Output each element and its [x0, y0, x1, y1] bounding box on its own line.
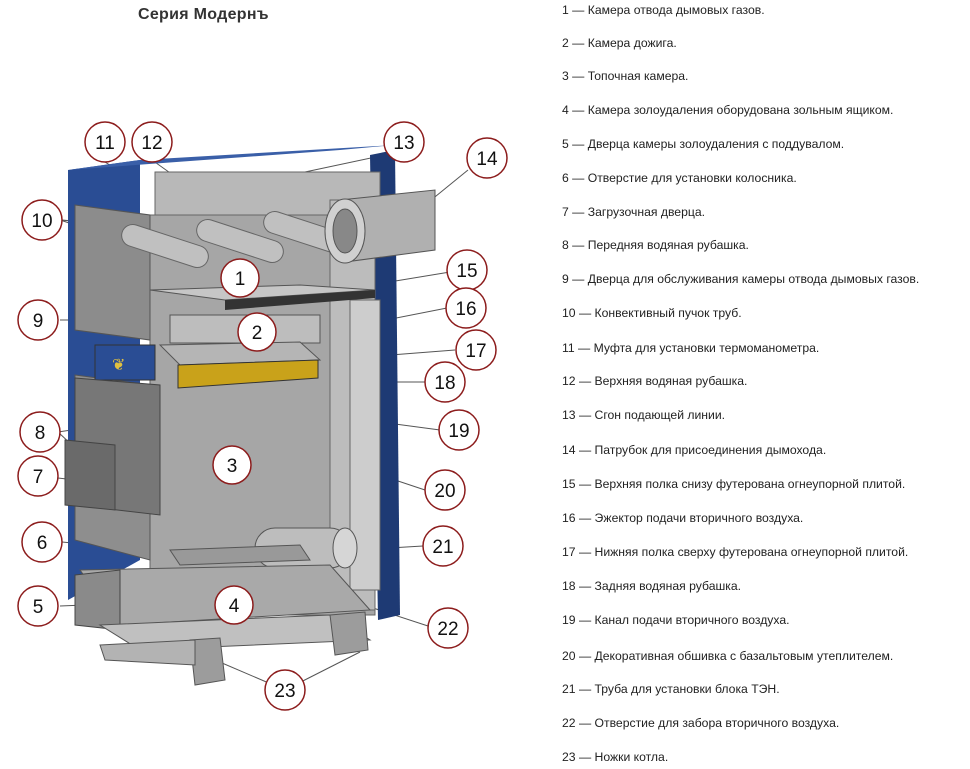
legend-item-20: 20 — Декоративная обшивка с базальтовым …	[562, 649, 894, 663]
legend-item-17: 17 — Нижняя полка сверху футерована огне…	[562, 545, 909, 559]
callout-9: 9	[17, 299, 59, 341]
callout-3: 3	[212, 445, 252, 485]
callout-18: 18	[424, 361, 466, 403]
callout-12: 12	[131, 121, 173, 163]
legend-item-10: 10 — Конвективный пучок труб.	[562, 306, 742, 320]
left-upper-panel	[74, 204, 151, 341]
callout-21: 21	[422, 525, 464, 567]
legend-item-2: 2 — Камера дожига.	[562, 36, 677, 50]
legend-item-22: 22 — Отверстие для забора вторичного воз…	[562, 716, 840, 730]
svg-text:21: 21	[432, 537, 453, 558]
boiler-cutaway-diagram: ❦ 11 12 13 14 10 1 15 16	[17, 121, 508, 711]
svg-text:12: 12	[141, 133, 162, 154]
legend-item-23: 23 — Ножки котла.	[562, 750, 669, 764]
legend-item-19: 19 — Канал подачи вторичного воздуха.	[562, 613, 790, 627]
legend-item-11: 11 — Муфта для установки термоманометра.	[562, 341, 820, 355]
legend-item-3: 3 — Топочная камера.	[562, 69, 689, 83]
legend-item-5: 5 — Дверца камеры золоудаления с поддува…	[562, 137, 845, 151]
svg-text:23: 23	[274, 681, 295, 702]
callout-5: 5	[17, 585, 59, 627]
callout-17: 17	[455, 329, 497, 371]
loading-door	[64, 439, 116, 511]
legend-item-1: 1 — Камера отвода дымовых газов.	[562, 3, 765, 17]
boiler-base	[99, 639, 196, 666]
svg-text:9: 9	[33, 311, 44, 332]
callout-16: 16	[445, 287, 487, 329]
callout-13: 13	[383, 121, 425, 163]
svg-text:7: 7	[33, 467, 44, 488]
boiler-leg-left	[189, 637, 226, 686]
svg-text:15: 15	[456, 261, 477, 282]
callout-6: 6	[21, 521, 63, 563]
legend-list: 1 — Камера отвода дымовых газов. 2 — Кам…	[562, 0, 970, 769]
svg-text:5: 5	[33, 597, 44, 618]
legend-item-9: 9 — Дверца для обслуживания камеры отвод…	[562, 272, 920, 286]
legend-item-16: 16 — Эжектор подачи вторичного воздуха.	[562, 511, 804, 525]
upper-shelf-refractory	[225, 290, 375, 310]
legend-item-6: 6 — Отверстие для установки колосника.	[562, 171, 797, 185]
legend-item-14: 14 — Патрубок для присоединения дымохода…	[562, 443, 827, 457]
callout-4: 4	[214, 585, 254, 625]
legend-item-13: 13 — Сгон подающей линии.	[562, 408, 726, 422]
grate-opening	[169, 544, 311, 566]
callout-10: 10	[21, 199, 63, 241]
svg-text:2: 2	[252, 323, 263, 344]
callout-11: 11	[84, 121, 126, 163]
smoke-chamber-door-panel	[94, 344, 156, 381]
outer-casing-top	[68, 145, 395, 170]
svg-text:1: 1	[235, 269, 246, 290]
svg-text:8: 8	[35, 423, 46, 444]
svg-text:19: 19	[448, 421, 469, 442]
legend-item-4: 4 — Камера золоудаления оборудована золь…	[562, 103, 894, 117]
callout-15: 15	[446, 249, 488, 291]
svg-text:13: 13	[393, 133, 414, 154]
flue-pipe	[324, 189, 436, 264]
svg-text:17: 17	[465, 341, 486, 362]
callout-1: 1	[220, 258, 260, 298]
legend-item-12: 12 — Верхняя водяная рубашка.	[562, 374, 748, 388]
svg-text:11: 11	[95, 133, 115, 154]
svg-text:3: 3	[227, 456, 238, 477]
svg-text:22: 22	[437, 619, 458, 640]
callout-20: 20	[424, 469, 466, 511]
callout-22: 22	[427, 607, 469, 649]
callouts: 11 12 13 14 10 1 15 16 9 2 17 18 8 19 3 …	[17, 121, 508, 711]
callout-8: 8	[19, 411, 61, 453]
callout-23: 23	[264, 669, 306, 711]
svg-text:4: 4	[229, 596, 240, 617]
svg-text:14: 14	[476, 149, 498, 170]
legend-item-15: 15 — Верхняя полка снизу футерована огне…	[562, 477, 906, 491]
svg-text:16: 16	[455, 299, 476, 320]
svg-text:10: 10	[31, 211, 52, 232]
legend-item-21: 21 — Труба для установки блока ТЭН.	[562, 682, 780, 696]
ash-door	[74, 569, 121, 631]
callout-7: 7	[17, 455, 59, 497]
legend-item-18: 18 — Задняя водяная рубашка.	[562, 579, 742, 593]
legend-item-7: 7 — Загрузочная дверца.	[562, 205, 706, 219]
callout-14: 14	[466, 137, 508, 179]
svg-text:18: 18	[434, 373, 455, 394]
boiler-leg-right	[329, 611, 369, 656]
svg-text:6: 6	[37, 533, 48, 554]
callout-2: 2	[237, 312, 277, 352]
legend-item-8: 8 — Передняя водяная рубашка.	[562, 238, 749, 252]
diagram-title: Серия Модернъ	[138, 6, 269, 23]
door-ornament-glyph: ❦	[112, 357, 125, 374]
callout-19: 19	[438, 409, 480, 451]
svg-text:20: 20	[434, 481, 455, 502]
lower-shelf-refractory	[177, 359, 319, 389]
